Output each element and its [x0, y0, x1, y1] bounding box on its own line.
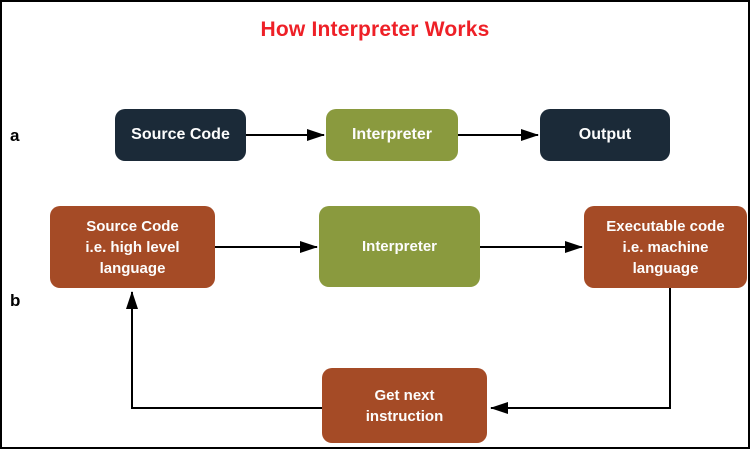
- row-label-b: b: [10, 291, 21, 310]
- arrow-executable-to-getnext-loop: [490, 288, 671, 414]
- box-executable-code-b-label: Executable code i.e. machine language: [606, 217, 725, 277]
- box-source-code-b: Source Code i.e. high level language: [50, 206, 215, 288]
- box-interpreter-a: Interpreter: [326, 109, 458, 161]
- box-interpreter-b: Interpreter: [319, 206, 480, 287]
- box-executable-code-b: Executable code i.e. machine language: [584, 206, 747, 288]
- box-interpreter-a-label: Interpreter: [351, 125, 433, 143]
- box-output-a: Output: [540, 109, 670, 161]
- box-interpreter-b-label: Interpreter: [361, 238, 438, 255]
- box-get-next-instruction-label: Get next instruction: [365, 386, 444, 425]
- box-source-code-a-label: Source Code: [131, 125, 230, 143]
- arrow-getnext-to-sourcecode-loop: [126, 291, 322, 409]
- row-label-a: a: [10, 126, 20, 145]
- box-output-a-label: Output: [578, 125, 632, 143]
- box-source-code-a: Source Code: [115, 109, 246, 161]
- box-source-code-b-label: Source Code i.e. high level language: [85, 217, 180, 277]
- diagram-title: How Interpreter Works: [260, 18, 490, 41]
- box-get-next-instruction: Get next instruction: [322, 368, 487, 443]
